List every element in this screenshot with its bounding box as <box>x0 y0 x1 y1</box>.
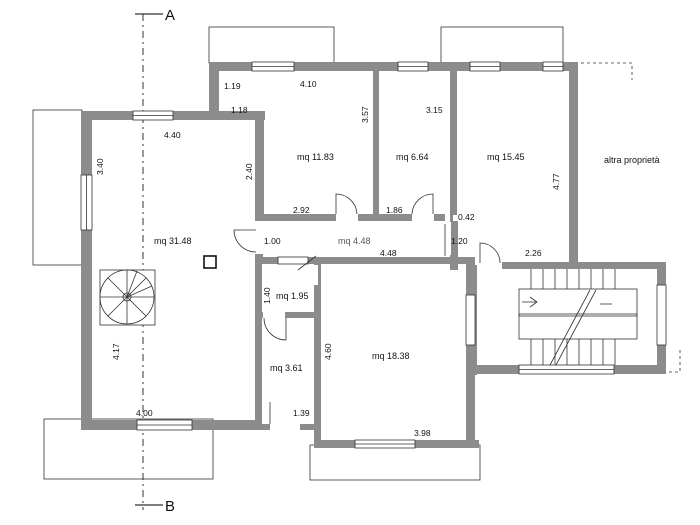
room-area-label: mq 3.61 <box>270 363 303 373</box>
dimension-label: 3.40 <box>95 158 105 175</box>
dimension-label: 4.60 <box>323 343 333 360</box>
dimension-label: 1.18 <box>231 105 248 115</box>
dimension-label: 2.40 <box>244 163 254 180</box>
dimension-label: 4.10 <box>300 79 317 89</box>
doors <box>233 193 502 430</box>
dimension-label: 2.92 <box>293 205 310 215</box>
balcony-top-right <box>440 26 564 64</box>
balcony-bottom-left <box>43 418 214 480</box>
main-stair <box>518 269 638 366</box>
dimension-label: 4.00 <box>136 408 153 418</box>
dimension-label: 4.48 <box>380 248 397 258</box>
dimension-label: 4.17 <box>111 343 121 360</box>
room-area-label: mq 31.48 <box>154 236 192 246</box>
dimension-labels: 1.19 4.10 1.18 3.57 3.15 4.40 3.40 2.40 … <box>95 79 561 438</box>
dimension-label: 4.77 <box>551 173 561 190</box>
structural-column <box>203 255 217 269</box>
windows <box>80 61 667 449</box>
dimension-label: 2.26 <box>525 248 542 258</box>
balcony-left <box>32 109 83 266</box>
dimension-label: 1.19 <box>224 81 241 91</box>
room-labels: mq 11.83 mq 6.64 mq 15.45 mq 31.48 mq 4.… <box>154 152 660 373</box>
neighbor-property-label: altra proprietà <box>604 155 660 165</box>
spiral-stair <box>99 269 156 326</box>
dimension-label: 4.40 <box>164 130 181 140</box>
room-area-label: mq 11.83 <box>297 152 334 162</box>
dimension-label: 1.86 <box>386 205 403 215</box>
balcony-bottom-right <box>309 444 481 481</box>
section-label-b: B <box>165 498 175 515</box>
section-line: A B <box>135 7 175 515</box>
room-area-label: mq 15.45 <box>487 152 525 162</box>
dimension-label: 3.98 <box>414 428 431 438</box>
dimension-label: 1.39 <box>293 408 310 418</box>
balcony-top-left <box>208 26 335 64</box>
dimension-label: 1.00 <box>264 236 281 246</box>
room-area-label: mq 18.38 <box>372 351 410 361</box>
room-area-label: mq 6.64 <box>396 152 429 162</box>
dimension-label: 3.15 <box>426 105 443 115</box>
room-area-label: mq 1.95 <box>276 291 309 301</box>
dimension-label: 0.42 <box>458 212 475 222</box>
dimension-label: 1.40 <box>262 287 272 304</box>
room-area-label: mq 4.48 <box>338 236 371 246</box>
dimension-label: 1.20 <box>451 236 468 246</box>
dimension-label: 3.57 <box>360 106 370 123</box>
section-label-a: A <box>165 7 175 24</box>
